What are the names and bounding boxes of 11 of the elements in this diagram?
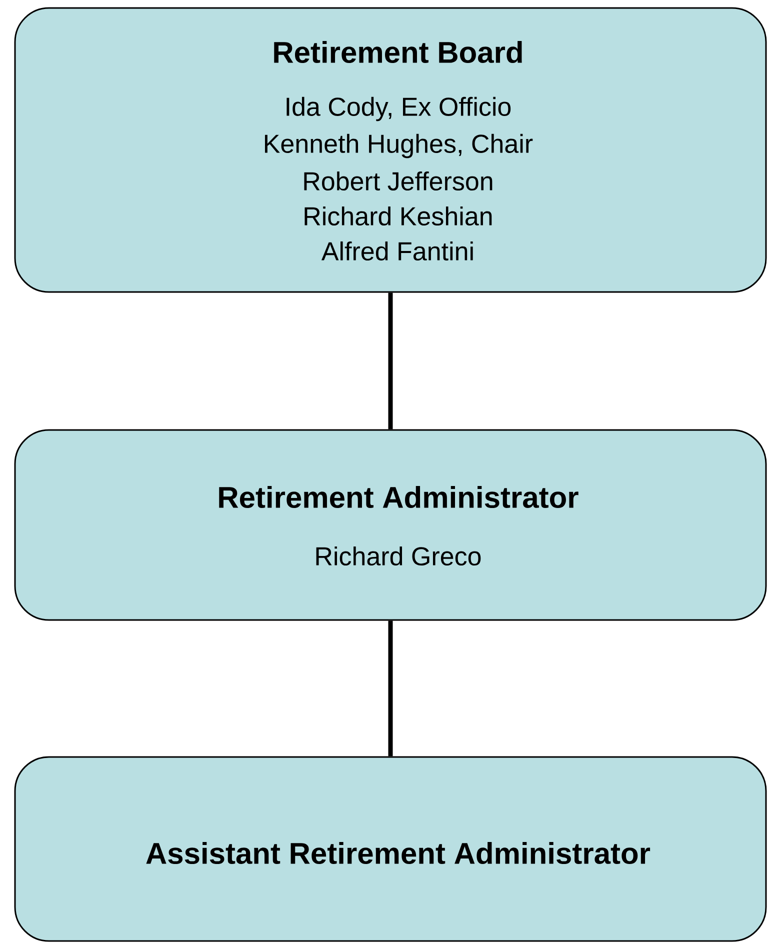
- member-name: Richard Keshian: [304, 206, 492, 226]
- member-name: Richard Greco: [316, 546, 481, 566]
- box-title: Retirement Administrator: [219, 486, 578, 508]
- member-name: Robert Jefferson: [304, 171, 492, 191]
- connector-line: [388, 292, 393, 430]
- member-name: Alfred Fantini: [321, 241, 473, 261]
- member-name: Kenneth Hughes, Chair: [265, 134, 533, 158]
- box-title: Retirement Board: [274, 41, 522, 64]
- member-name: Ida Cody, Ex Officio: [286, 96, 511, 122]
- connector-line: [388, 620, 393, 756]
- box-title: Assistant Retirement Administrator: [146, 842, 650, 864]
